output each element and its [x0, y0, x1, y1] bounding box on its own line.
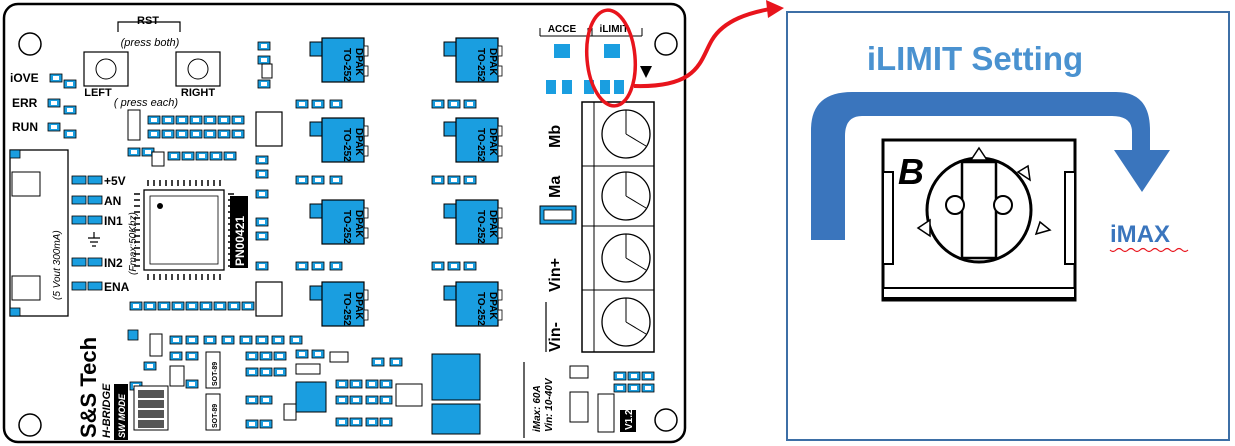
mounting-hole-icon [18, 32, 42, 56]
pin-label: +5V [104, 174, 126, 188]
dpak-labels: DPAK TO-252 DPAK TO-252 DPAK TO-252 DPAK… [341, 48, 498, 326]
pin-list: +5V AN IN1 IN2 ENA [71, 174, 130, 294]
hbridge-label: H-BRIDGE [101, 383, 113, 438]
brand-label: S&S Tech [76, 337, 101, 438]
acce-label: ACCE [548, 24, 577, 35]
press-both-label: (press both) [121, 37, 180, 49]
pin-label: ENA [104, 280, 130, 294]
connector-note: (5 Vout 300mA) [52, 230, 63, 300]
dpak-label: DPAK [353, 48, 364, 76]
ilimit-small-label: iLIMIT [600, 24, 629, 35]
arrow-head-icon [766, 0, 784, 18]
dpak-label: TO-252 [475, 210, 486, 244]
run-label: RUN [12, 120, 38, 134]
dpak-label: TO-252 [475, 48, 486, 82]
dpak-label: DPAK [353, 128, 364, 156]
dpak-label: DPAK [487, 48, 498, 76]
callout-arrow [633, 6, 777, 89]
mounting-hole-icon [654, 408, 678, 432]
terminal-label: Mb [547, 125, 564, 148]
pin-label: AN [104, 194, 121, 208]
triangle-marker-icon [1016, 164, 1031, 182]
detail-panel: iLIMIT Setting B iMAX [786, 11, 1230, 441]
terminal-label: Vin+ [547, 258, 564, 292]
dpak-label: DPAK [487, 210, 498, 238]
spellcheck-underline [1109, 247, 1189, 253]
dpak-label: TO-252 [475, 128, 486, 162]
dip-switch [133, 385, 169, 431]
dpak-label: TO-252 [341, 128, 352, 162]
triangle-marker-icon [1034, 220, 1052, 236]
pcb-board: RST (press both) LEFT RIGHT ( press each… [2, 2, 687, 444]
dpak-label: DPAK [487, 292, 498, 320]
sot-label: SOT-89 [212, 404, 219, 428]
terminal-block [581, 101, 655, 353]
right-label: RIGHT [181, 87, 216, 99]
part-number: PN00421 [233, 216, 247, 266]
pin-label: IN1 [104, 214, 123, 228]
dpak-label: DPAK [353, 210, 364, 238]
mounting-hole-icon [654, 32, 678, 56]
passive-components [127, 41, 481, 435]
press-each-label: ( press each) [114, 97, 179, 109]
terminal-label: Vin- [547, 322, 564, 352]
left-label: LEFT [84, 87, 112, 99]
dpak-label: TO-252 [341, 48, 352, 82]
sw-mode-label: SW MODE [117, 393, 127, 438]
dpak-label: TO-252 [341, 210, 352, 244]
ilimit-pot [604, 44, 620, 58]
brand-logo: B [898, 151, 924, 192]
callout [584, 0, 784, 108]
trimmer-pot: B [881, 138, 1077, 302]
mounting-hole-icon [18, 413, 42, 437]
version-label: V1.2 [624, 409, 635, 430]
down-arrow-icon [640, 66, 652, 78]
terminal-label: Ma [547, 176, 564, 198]
callout-ellipse [584, 8, 638, 108]
acce-pot [554, 44, 570, 58]
imax-spec: iMax: 60A [532, 385, 543, 432]
pin-label: IN2 [104, 256, 123, 270]
fmax-label: (Fmax:50Khz) [128, 212, 139, 275]
err-label: ERR [12, 96, 38, 110]
sot-label: SOT-89 [212, 362, 219, 386]
dpak-label: TO-252 [475, 292, 486, 326]
dpak-label: TO-252 [341, 292, 352, 326]
vin-spec: Vin: 10-40V [544, 377, 555, 432]
triangle-marker-icon [916, 218, 931, 238]
triangle-marker-icon [969, 146, 989, 161]
dpak-label: DPAK [353, 292, 364, 320]
rotation-arrow-icon [811, 92, 1170, 240]
panel-title: iLIMIT Setting [867, 40, 1083, 77]
imax-label: iMAX [1110, 221, 1170, 248]
dpak-label: DPAK [487, 128, 498, 156]
ground-icon [88, 232, 100, 247]
rst-label: RST [137, 15, 159, 27]
iove-label: iOVE [10, 71, 39, 85]
microcontroller [134, 180, 234, 280]
